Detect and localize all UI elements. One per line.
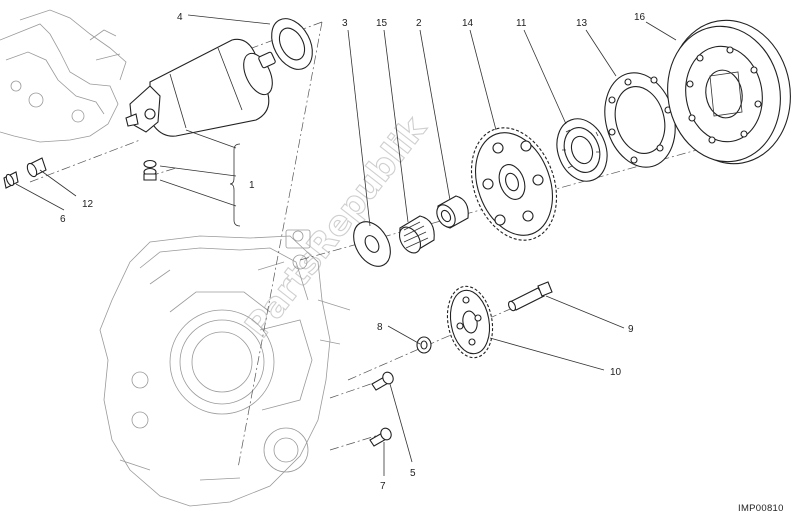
shaft-part-9 xyxy=(508,281,553,312)
flywheel-part-16 xyxy=(667,19,791,165)
callout-4: 4 xyxy=(177,12,183,23)
screw-part-5 xyxy=(371,371,394,391)
callout-labels: 1 2 3 4 5 6 7 8 9 10 11 12 13 14 15 16 xyxy=(60,12,646,492)
starter-gear-part-10 xyxy=(446,285,494,359)
drawing-code: IMP00810 xyxy=(738,503,784,514)
callout-14: 14 xyxy=(462,18,474,29)
callout-15: 15 xyxy=(376,18,388,29)
ring-part-13 xyxy=(604,72,676,168)
callout-9: 9 xyxy=(628,324,634,335)
crankcase-outline xyxy=(99,229,351,507)
frame-fragment-outline xyxy=(0,9,127,143)
callout-6: 6 xyxy=(60,214,66,225)
o-ring-part-4 xyxy=(271,18,313,70)
leader-lines xyxy=(15,14,677,476)
freewheel-part-11 xyxy=(556,118,608,182)
callout-3: 3 xyxy=(342,18,348,29)
idler-gear-part-14 xyxy=(470,127,558,241)
callout-11: 11 xyxy=(516,18,527,29)
bolt-part-6 xyxy=(3,171,19,189)
callout-8: 8 xyxy=(377,322,383,333)
callout-7: 7 xyxy=(380,481,386,492)
screw-part-7 xyxy=(369,427,392,447)
bushing-part-2 xyxy=(436,195,469,229)
callout-2: 2 xyxy=(416,18,422,29)
starter-hardware-set xyxy=(143,159,157,181)
nut-part-8 xyxy=(416,336,432,354)
washer-part-3 xyxy=(353,221,391,267)
callout-5: 5 xyxy=(410,468,416,479)
callout-1: 1 xyxy=(249,180,255,191)
callout-13: 13 xyxy=(576,18,588,29)
callout-12: 12 xyxy=(82,199,94,210)
needle-bearing-part-15 xyxy=(398,215,435,254)
starter-motor xyxy=(125,38,276,137)
callout-16: 16 xyxy=(634,12,646,23)
spacer-part-12 xyxy=(26,157,47,178)
callout-10: 10 xyxy=(610,367,622,378)
